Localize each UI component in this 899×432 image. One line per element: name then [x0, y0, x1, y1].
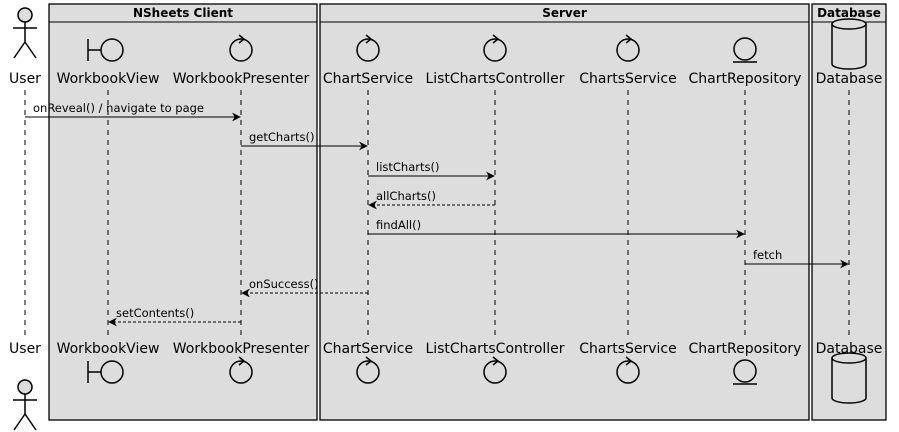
participant-name: ChartRepository [689, 341, 802, 357]
box-server: Server [319, 3, 810, 421]
message-4: allCharts() [368, 189, 495, 210]
control-icon [483, 34, 507, 62]
participant-name: ChartService [323, 341, 413, 357]
box-title-client: NSheets Client [133, 6, 233, 20]
participant-workbookpresenter-bottom: WorkbookPresenter [173, 341, 310, 384]
database-icon [831, 352, 867, 404]
participant-listchartscontroller-top: ListChartsController [425, 34, 565, 87]
control-icon [356, 34, 380, 62]
message-label: onReveal() / navigate to page [33, 101, 204, 115]
participant-chartsservice-top: ChartsService [579, 34, 677, 87]
message-1: onReveal() / navigate to page [25, 101, 241, 122]
message-label: getCharts() [249, 130, 314, 144]
database-icon [831, 18, 867, 70]
message-6: fetch [745, 248, 849, 269]
participant-listchartscontroller-bottom: ListChartsController [425, 341, 565, 384]
participant-workbookview-top: WorkbookView [57, 38, 160, 87]
participant-chartservice-bottom: ChartService [323, 341, 413, 384]
message-label: allCharts() [376, 189, 436, 203]
participant-name: WorkbookView [57, 71, 160, 87]
control-icon [483, 356, 507, 384]
participant-chartrepository-top: ChartRepository [689, 37, 802, 87]
message-3: listCharts() [368, 160, 495, 181]
participant-name: ChartsService [579, 341, 677, 357]
message-7: onSuccess() [241, 277, 368, 298]
participant-chartrepository-bottom: ChartRepository [689, 341, 802, 385]
control-icon [616, 356, 640, 384]
participant-name: WorkbookView [57, 341, 160, 357]
participant-user-bottom: User [9, 341, 41, 431]
participant-database-top: Database [816, 18, 883, 87]
participant-chartservice-top: ChartService [323, 34, 413, 87]
message-label: onSuccess() [249, 277, 319, 291]
control-icon [616, 34, 640, 62]
participant-name: Database [816, 71, 883, 87]
box-client: NSheets Client [48, 3, 318, 421]
control-icon [356, 356, 380, 384]
actor-icon [13, 379, 37, 431]
control-icon [229, 34, 253, 62]
participant-name: User [9, 341, 41, 357]
participant-chartsservice-bottom: ChartsService [579, 341, 677, 384]
participant-workbookview-bottom: WorkbookView [57, 341, 160, 384]
entity-icon [733, 37, 757, 63]
message-label: listCharts() [376, 160, 439, 174]
message-label: setContents() [116, 306, 194, 320]
participant-name: ChartRepository [689, 71, 802, 87]
message-label: findAll() [376, 218, 421, 232]
participant-name: User [9, 71, 41, 87]
participant-user-top: User [9, 7, 41, 87]
participant-name: Database [816, 341, 883, 357]
participant-workbookpresenter-top: WorkbookPresenter [173, 34, 310, 87]
message-8: setContents() [108, 306, 241, 327]
participant-name: ChartsService [579, 71, 677, 87]
participant-name: ListChartsController [425, 341, 564, 357]
control-icon [229, 356, 253, 384]
participant-database-bottom: Database [816, 341, 883, 404]
participant-name: ListChartsController [425, 71, 564, 87]
boundary-icon [87, 360, 124, 384]
message-label: fetch [753, 248, 782, 262]
actor-icon [13, 7, 37, 59]
box-title-server: Server [542, 6, 587, 20]
participant-name: WorkbookPresenter [173, 341, 310, 357]
entity-icon [733, 359, 757, 385]
message-5: findAll() [368, 218, 745, 239]
box-title-database: Database [817, 6, 881, 20]
boundary-icon [87, 38, 124, 62]
message-2: getCharts() [241, 130, 368, 151]
participant-name: WorkbookPresenter [173, 71, 310, 87]
participant-name: ChartService [323, 71, 413, 87]
